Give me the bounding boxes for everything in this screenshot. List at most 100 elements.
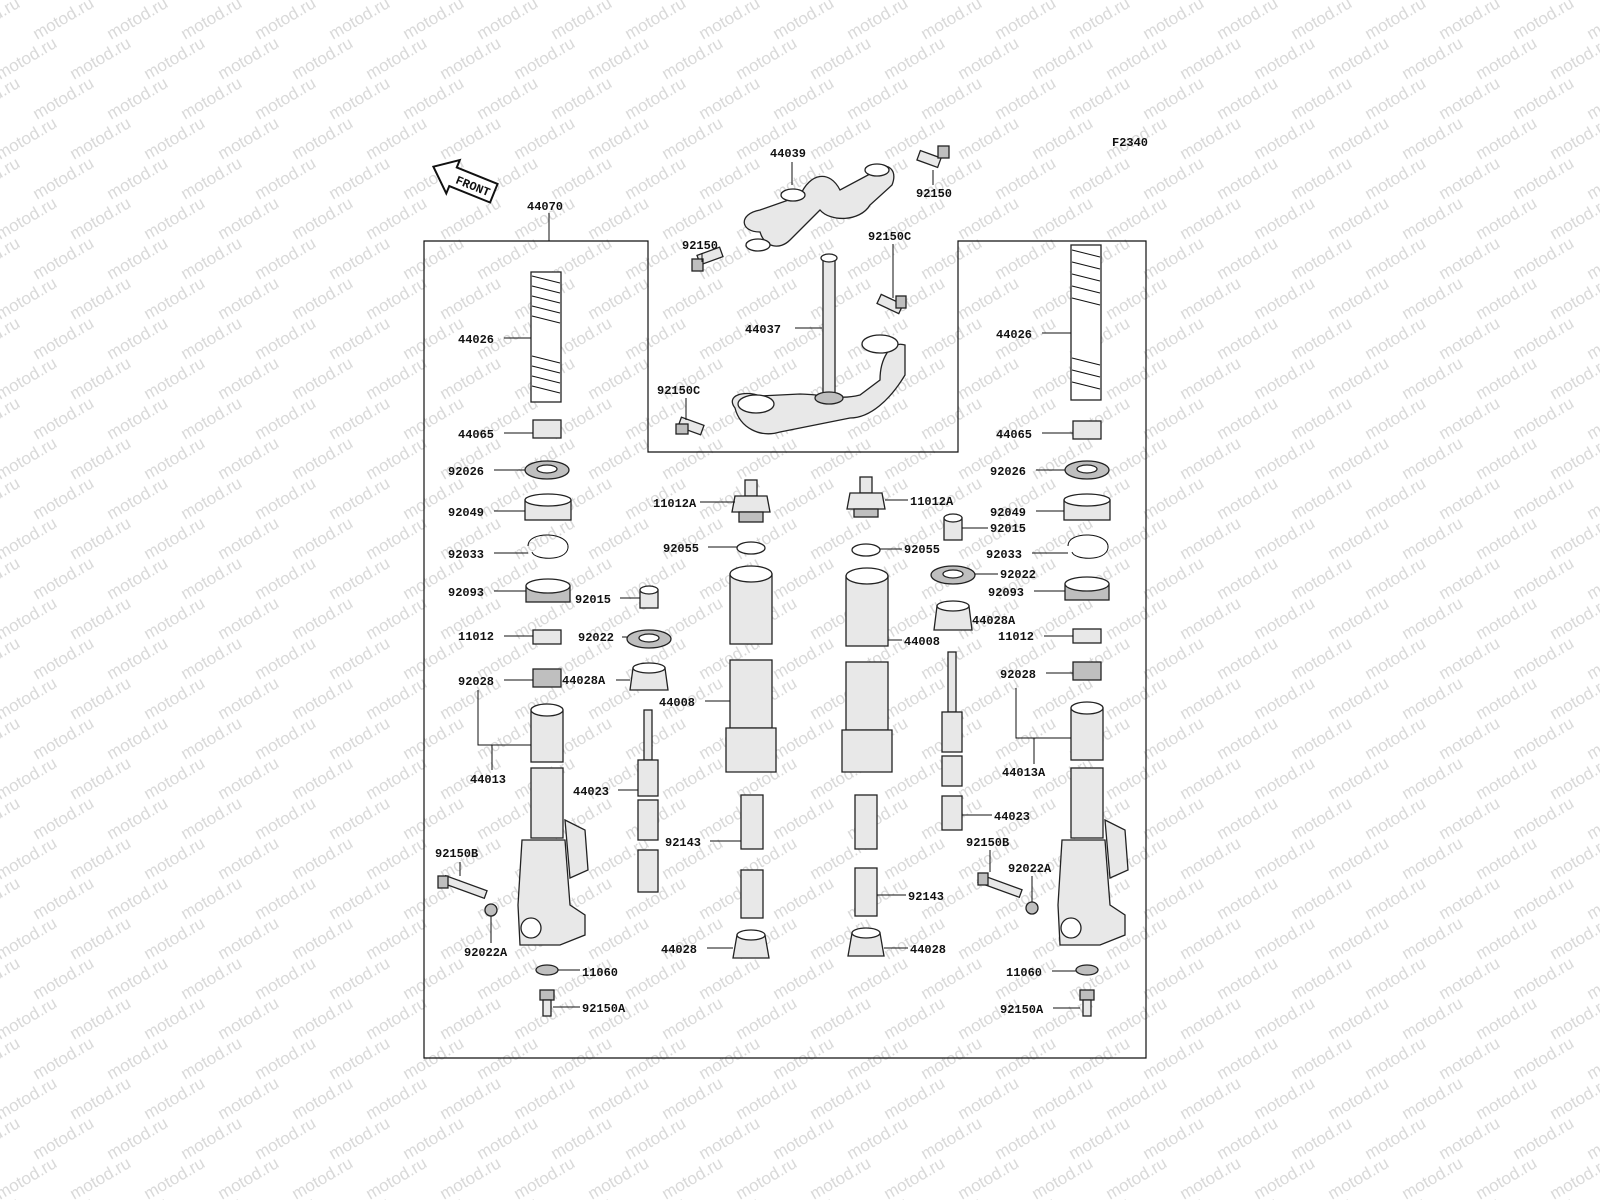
label-center-left-44008: 44008 — [659, 696, 695, 710]
left-dust-seal-92093 — [525, 578, 571, 603]
assembly-frame — [423, 240, 1147, 1059]
front-arrow-icon: FRONT — [431, 158, 499, 204]
right-bolt-92150A — [1079, 989, 1095, 1017]
left-oil-lock-44028 — [732, 929, 770, 959]
label-center-right-92015: 92015 — [990, 522, 1026, 536]
label-right-92049: 92049 — [990, 506, 1026, 520]
label-center-left-44028: 44028 — [661, 943, 697, 957]
left-bush-92028 — [532, 668, 562, 688]
label-right-44026: 44026 — [996, 328, 1032, 342]
label-right-92022: 92022 — [1000, 568, 1036, 582]
left-spacer-92143 — [740, 794, 764, 919]
left-bush-11012 — [532, 629, 562, 645]
right-spring — [1070, 244, 1102, 401]
label-44037: 44037 — [745, 323, 781, 337]
right-collar-44065 — [1072, 420, 1102, 440]
label-center-left-92143: 92143 — [665, 836, 701, 850]
label-center-right-44028A: 44028A — [972, 614, 1016, 628]
left-collar-44065 — [532, 419, 562, 439]
left-bolt-92150B — [437, 874, 488, 900]
right-bush-11012 — [1072, 628, 1102, 644]
bolt-92150C-left — [675, 416, 705, 436]
label-left-92093: 92093 — [448, 586, 484, 600]
right-damper-rod-44023 — [941, 651, 963, 831]
right-oil-seal-92049 — [1063, 493, 1111, 521]
label-center-right-44023: 44023 — [994, 810, 1030, 824]
right-washer-92022A — [1025, 901, 1039, 915]
left-oring-92055 — [736, 541, 766, 555]
label-right-92150A: 92150A — [1000, 1003, 1044, 1017]
label-center-right-92143: 92143 — [908, 890, 944, 904]
label-center-left-92055: 92055 — [663, 542, 699, 556]
label-center-right-92055: 92055 — [904, 543, 940, 557]
right-dust-seal-92093 — [1064, 576, 1110, 601]
stem-44037 — [731, 253, 906, 435]
right-oil-lock-44028 — [847, 927, 885, 957]
label-left-92049: 92049 — [448, 506, 484, 520]
label-right-92150B: 92150B — [966, 836, 1009, 850]
right-spacer-92143 — [854, 794, 878, 917]
label-left-44013: 44013 — [470, 773, 506, 787]
label-92150-top: 92150 — [916, 187, 952, 201]
label-right-92028: 92028 — [1000, 668, 1036, 682]
label-left-92033: 92033 — [448, 548, 484, 562]
label-left-92150A: 92150A — [582, 1002, 626, 1016]
right-oring-92055 — [851, 543, 881, 557]
label-left-44065: 44065 — [458, 428, 494, 442]
label-center-right-44028: 44028 — [910, 943, 946, 957]
upper-bracket — [743, 163, 895, 252]
label-left-11060: 11060 — [582, 966, 618, 980]
label-92150-mid: 92150 — [682, 239, 718, 253]
bolt-92150-top — [916, 145, 950, 169]
label-left-92026: 92026 — [448, 465, 484, 479]
right-nut-92015 — [943, 513, 963, 541]
left-damper-rod-44023 — [637, 709, 659, 893]
right-cap-bolt-11012A — [846, 476, 886, 518]
label-right-11012: 11012 — [998, 630, 1034, 644]
left-bolt-92150A — [539, 989, 555, 1017]
label-right-92022A: 92022A — [1008, 862, 1052, 876]
bolt-92150-mid — [691, 246, 724, 272]
left-outer-tube-44013 — [530, 703, 564, 763]
label-right-92026: 92026 — [990, 465, 1026, 479]
label-left-92150B: 92150B — [435, 847, 478, 861]
right-cylinder-44028A — [933, 600, 973, 631]
label-left-44026: 44026 — [458, 333, 494, 347]
label-center-left-92022: 92022 — [578, 631, 614, 645]
label-92150C-right: 92150C — [868, 230, 911, 244]
label-center-left-11012A: 11012A — [653, 497, 697, 511]
label-right-92093: 92093 — [988, 586, 1024, 600]
label-center-right-44008: 44008 — [904, 635, 940, 649]
label-center-right-11012A: 11012A — [910, 495, 954, 509]
left-cap-bolt-11012A — [731, 479, 771, 523]
label-44070: 44070 — [527, 200, 563, 214]
left-clip-92033 — [527, 534, 569, 559]
left-oil-seal-92049 — [524, 493, 572, 521]
right-outer-tube-44013A — [1070, 701, 1104, 761]
label-right-44013A: 44013A — [1002, 766, 1046, 780]
label-92150C-left: 92150C — [657, 384, 700, 398]
label-right-92033: 92033 — [986, 548, 1022, 562]
left-nut-92015 — [639, 585, 659, 609]
label-center-left-44028A: 44028A — [562, 674, 606, 688]
right-inner-tube-44008 — [841, 567, 893, 773]
label-44039: 44039 — [770, 147, 806, 161]
right-fork-leg — [1057, 767, 1129, 946]
label-left-11012: 11012 — [458, 630, 494, 644]
label-left-92022A: 92022A — [464, 946, 508, 960]
left-washer-92022A — [484, 903, 498, 917]
left-inner-tube-44008 — [725, 565, 777, 773]
label-right-11060: 11060 — [1006, 966, 1042, 980]
right-bush-92028 — [1072, 661, 1102, 681]
left-fork-leg — [517, 767, 589, 946]
left-cylinder-44028A — [629, 662, 669, 691]
left-spring — [530, 271, 562, 403]
right-washer-11060 — [1075, 964, 1099, 976]
bolt-92150C-right — [876, 293, 907, 315]
figure-code: F2340 — [1112, 136, 1148, 150]
label-left-92028: 92028 — [458, 675, 494, 689]
label-right-44065: 44065 — [996, 428, 1032, 442]
left-washer-11060 — [535, 964, 559, 976]
label-center-left-44023: 44023 — [573, 785, 609, 799]
